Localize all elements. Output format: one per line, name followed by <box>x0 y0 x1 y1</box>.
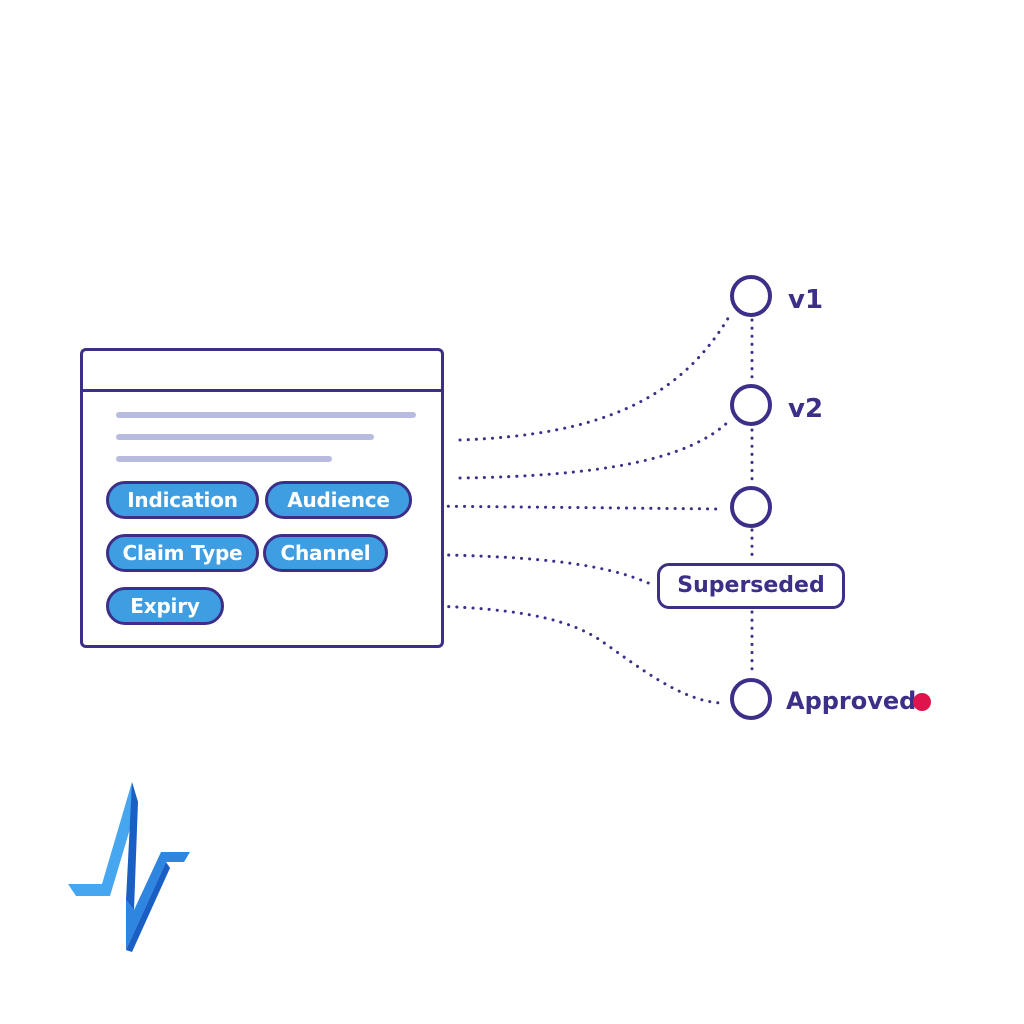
connector-channel-superseded <box>398 552 657 588</box>
timeline-node-approved[interactable] <box>730 678 772 720</box>
version-label-v2: v2 <box>788 394 824 424</box>
chip-expiry[interactable]: Expiry <box>106 587 224 625</box>
version-label-v1: v1 <box>788 285 824 315</box>
connector-doc-v1 <box>458 313 732 442</box>
approved-label: Approved <box>786 687 917 715</box>
superseded-badge: Superseded <box>657 563 845 609</box>
chip-claim-type[interactable]: Claim Type <box>106 534 259 572</box>
chip-channel[interactable]: Channel <box>263 534 388 572</box>
pulse-logo-icon <box>68 782 190 952</box>
document-titlebar <box>83 351 441 392</box>
connector-expiry-approved <box>236 603 722 705</box>
text-line-3 <box>116 456 332 462</box>
timeline-node-3[interactable] <box>730 486 772 528</box>
connector-doc-v2 <box>458 418 732 480</box>
text-line-1 <box>116 412 416 418</box>
chip-indication[interactable]: Indication <box>106 481 259 519</box>
chip-audience[interactable]: Audience <box>265 481 412 519</box>
timeline-node-v1[interactable] <box>730 275 772 317</box>
timeline-node-v2[interactable] <box>730 384 772 426</box>
connector-audience-node <box>422 504 722 511</box>
text-line-2 <box>116 434 374 440</box>
status-dot-icon <box>913 693 931 711</box>
